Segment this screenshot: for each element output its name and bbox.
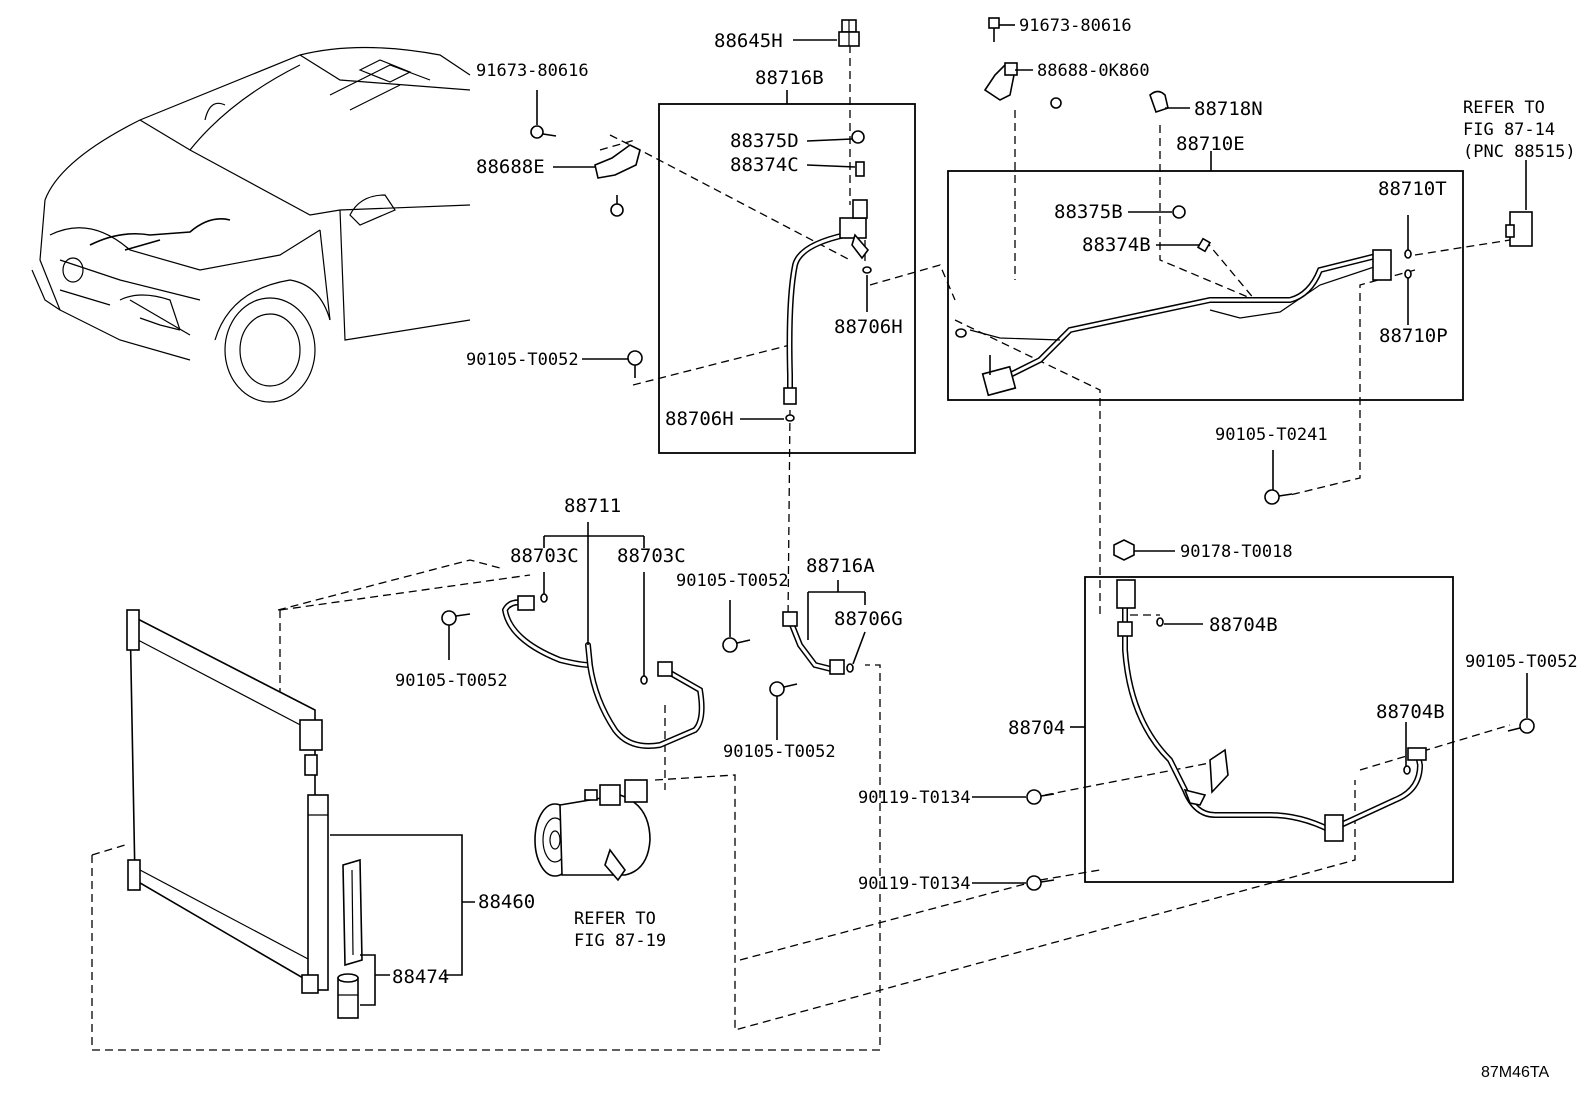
- label-90178-T0018: 90178-T0018: [1180, 542, 1293, 562]
- compressor: [534, 779, 651, 882]
- bolt-90105-T0052-c: [722, 637, 751, 653]
- clamp-88718N: [1149, 90, 1169, 114]
- label-90119-T0134-a: 90119-T0134: [858, 788, 971, 808]
- refer-fig-87-19-line2: FIG 87-19: [574, 931, 666, 951]
- label-90105-T0052-c: 90105-T0052: [676, 571, 789, 591]
- leader-lines: [330, 24, 1528, 1006]
- label-88375B: 88375B: [1054, 201, 1123, 223]
- bolt-90105-T0052-b: [441, 610, 471, 626]
- label-90105-T0052-a: 90105-T0052: [466, 350, 579, 370]
- label-88706H-a: 88706H: [834, 316, 903, 338]
- label-90105-T0241: 90105-T0241: [1215, 425, 1328, 445]
- label-88645H: 88645H: [714, 30, 783, 52]
- label-90119-T0134-b: 90119-T0134: [858, 874, 971, 894]
- service-valve-part: [1505, 211, 1533, 247]
- label-91673-80616-top: 91673-80616: [1019, 16, 1132, 36]
- label-88703C-a: 88703C: [510, 545, 579, 567]
- part-labels: 88645H 91673-80616 88688-0K860 88718N 91…: [392, 16, 1578, 1081]
- label-88688-0K860: 88688-0K860: [1037, 61, 1150, 81]
- hose-88716A: [782, 611, 854, 675]
- label-88374B: 88374B: [1082, 234, 1151, 256]
- bolt-90119-T0134-a: [1026, 789, 1055, 805]
- label-88374C: 88374C: [730, 154, 799, 176]
- pipe-assembly-88704: [1116, 579, 1427, 842]
- label-88718N: 88718N: [1194, 98, 1263, 120]
- label-88460: 88460: [478, 891, 535, 913]
- label-88710E: 88710E: [1176, 133, 1245, 155]
- label-88703C-b: 88703C: [617, 545, 686, 567]
- label-88375D: 88375D: [730, 130, 799, 152]
- label-88688E: 88688E: [476, 156, 545, 178]
- refer-fig-87-14-line1: REFER TO: [1463, 98, 1545, 118]
- label-88704: 88704: [1008, 717, 1065, 739]
- label-90105-T0052-d: 90105-T0052: [723, 742, 836, 762]
- vehicle-illustration: [31, 46, 471, 403]
- refer-fig-87-14-line3: (PNC 88515): [1463, 142, 1576, 162]
- label-90105-T0052-e: 90105-T0052: [1465, 652, 1578, 672]
- nut-90178-T0018: [1113, 539, 1135, 561]
- bolt-90119-T0134-b: [1026, 875, 1055, 891]
- bolt-90105-T0241: [1264, 489, 1293, 505]
- bracket-88688E: [530, 125, 641, 217]
- label-88704B-b: 88704B: [1376, 701, 1445, 723]
- refer-fig-87-19-line1: REFER TO: [574, 909, 656, 929]
- label-88706H-b: 88706H: [665, 408, 734, 430]
- group-box-88710E: [947, 170, 1464, 401]
- filter-88474: [337, 858, 363, 1019]
- bolt-90105-T0052-d: [769, 681, 798, 697]
- refer-fig-87-14-line2: FIG 87-14: [1463, 120, 1555, 140]
- pressure-switch-88645H: [838, 19, 860, 47]
- discharge-hose-88716B: [783, 130, 872, 422]
- label-88716B: 88716B: [755, 67, 824, 89]
- label-88710P: 88710P: [1379, 325, 1448, 347]
- label-88474: 88474: [392, 966, 449, 988]
- condenser-88460: [126, 609, 329, 994]
- label-88710T: 88710T: [1378, 178, 1447, 200]
- bolt-90105-T0052-a: [627, 350, 643, 378]
- label-88716A: 88716A: [806, 555, 875, 577]
- bolt-90105-T0052-e: [1507, 718, 1535, 734]
- pipe-assembly-88710E: [955, 205, 1412, 397]
- label-91673-80616-left: 91673-80616: [476, 61, 589, 81]
- label-88711: 88711: [564, 495, 621, 517]
- label-90105-T0052-b: 90105-T0052: [395, 671, 508, 691]
- diagram-code: 87M46TA: [1481, 1064, 1550, 1081]
- group-box-88704: [1084, 576, 1454, 883]
- label-88706G: 88706G: [834, 608, 903, 630]
- label-88704B-a: 88704B: [1209, 614, 1278, 636]
- pipe-assembly-88711: [501, 593, 705, 749]
- bracket-88688-0K860: [983, 17, 1062, 109]
